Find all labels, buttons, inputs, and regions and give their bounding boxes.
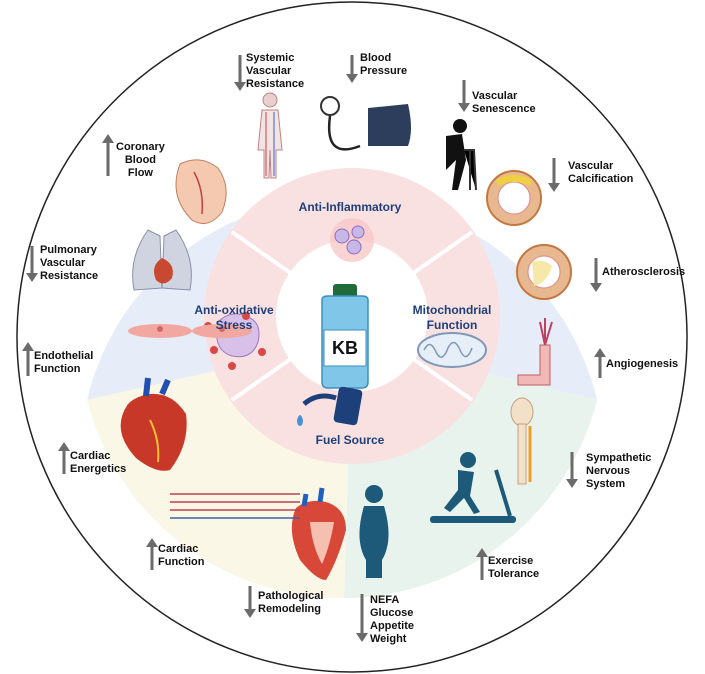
obese-person-icon (359, 485, 389, 578)
fuel-pump-icon (297, 386, 363, 426)
outcome-line: Sympathetic (586, 452, 652, 464)
outcome-line: Pathological (258, 590, 324, 602)
down-arrow-icon (566, 452, 578, 488)
down-arrow-icon (244, 586, 256, 618)
inner-label-antioxidative: Anti-oxidative Stress (194, 303, 274, 332)
outcome-line: Resistance (246, 78, 305, 90)
outcome-line: Exercise (488, 555, 534, 567)
angiogenesis-icon (517, 318, 553, 386)
elderly-person-icon (446, 119, 477, 191)
outcome-line: Vascular (40, 257, 86, 269)
outcome-line: Blood (360, 52, 392, 64)
up-arrow-icon (58, 442, 70, 474)
kb-bottle-icon (321, 284, 369, 389)
outcome-line: Cardiac (70, 450, 111, 462)
outcome-line: Remodeling (258, 603, 321, 615)
down-arrow-icon (458, 80, 470, 112)
outcome-line: Pressure (360, 65, 408, 77)
spinal-cord-icon (510, 397, 534, 485)
outcome-line: Nervous (586, 465, 631, 477)
vascular-system-icon (257, 92, 283, 179)
outcome-line: Systemic (246, 52, 295, 64)
down-arrow-icon (234, 55, 246, 91)
heart-cross-section-icon (291, 487, 346, 580)
outcome-line: Angiogenesis (606, 358, 679, 370)
heart-energetics-icon (120, 377, 187, 471)
mitochondrion-icon (417, 332, 487, 368)
blood-pressure-monitor-icon (320, 96, 411, 151)
myofibril-icon (170, 493, 300, 519)
outcome-line: Glucose (370, 607, 414, 619)
outcome-line: Cardiac (158, 543, 199, 555)
outcome-line: Senescence (472, 103, 536, 115)
outcome-line: Vascular (472, 90, 518, 102)
outcome-line: Vascular (568, 160, 614, 172)
down-arrow-icon (356, 594, 368, 642)
outcome-line: Coronary (116, 141, 165, 153)
kb-label: KB (332, 338, 358, 358)
outcome-line: NEFA (370, 594, 400, 606)
down-arrow-icon (26, 246, 38, 282)
treadmill-runner-icon (430, 452, 516, 523)
endothelial-cells-icon (128, 324, 252, 338)
down-arrow-icon (346, 55, 358, 83)
change-arrows (22, 55, 606, 642)
outcome-line: System (586, 478, 626, 490)
outcome-line: Atherosclerosis (602, 266, 686, 278)
up-arrow-icon (102, 134, 114, 176)
outcome-line: Blood (124, 154, 157, 166)
outcome-line: Resistance (40, 270, 99, 282)
up-arrow-icon (476, 548, 488, 580)
inflammation-cells-icon (330, 218, 374, 262)
outcome-line: Vascular (246, 65, 292, 77)
outcome-line: Tolerance (488, 568, 540, 580)
outcome-atherosclerosis: Atherosclerosis (602, 266, 685, 279)
outcome-line: Calcification (568, 173, 634, 185)
inner-label-anti-inflammatory: Anti-Inflammatory (298, 200, 402, 214)
outcome-line: Energetics (70, 463, 127, 475)
outcome-line: Flow (127, 167, 153, 179)
outcome-angiogenesis: Angiogenesis (606, 358, 678, 371)
outcome-line: Function (34, 363, 81, 375)
outcome-line: Weight (370, 633, 407, 645)
outcome-line: Appetite (370, 620, 414, 632)
outcome-line: Function (158, 556, 205, 568)
outcome-line: Endothelial (34, 350, 94, 362)
inner-label-fuel-source: Fuel Source (315, 433, 385, 447)
up-arrow-icon (22, 342, 34, 376)
down-arrow-icon (548, 158, 560, 192)
heart-coronary-icon (175, 159, 227, 225)
atherosclerotic-vessel-icon (516, 244, 572, 300)
down-arrow-icon (590, 258, 602, 292)
up-arrow-icon (146, 538, 158, 570)
inner-label-mitochondrial: Mitochondrial Function (412, 303, 492, 332)
lungs-icon (132, 229, 192, 291)
calcified-vessel-icon (486, 170, 542, 226)
outcome-line: Pulmonary (40, 244, 97, 256)
up-arrow-icon (594, 348, 606, 378)
